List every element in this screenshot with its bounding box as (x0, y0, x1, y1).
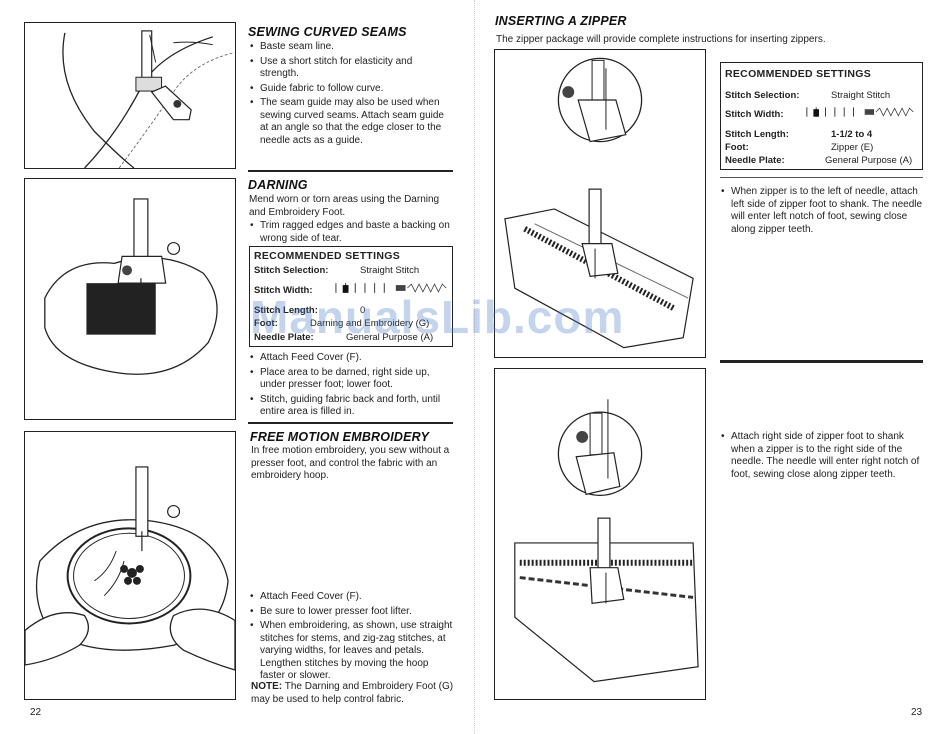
list-item: Baste seam line. (250, 41, 452, 54)
stitch-length-value: 1-1/2 to 4 (831, 129, 873, 140)
zipper-intro: The zipper package will provide complete… (496, 34, 826, 45)
embroidery-illustration (24, 431, 236, 700)
section-divider (720, 177, 923, 178)
foot-label: Foot: (725, 142, 749, 153)
darning-settings-box: RECOMMENDED SETTINGS Stitch Selection: S… (249, 246, 453, 347)
stitch-selection-label: Stitch Selection: (254, 265, 329, 276)
darning-steps-list: Attach Feed Cover (F). Place area to be … (250, 352, 452, 421)
darning-title: DARNING (248, 178, 308, 192)
list-item: Place area to be darned, right side up, … (250, 367, 452, 392)
stitch-width-label: Stitch Width: (254, 285, 313, 296)
zipper-left-list: When zipper is to the left of needle, at… (721, 186, 923, 238)
zipper-right-illustration (494, 368, 706, 700)
stitch-selection-label: Stitch Selection: (725, 90, 800, 101)
note-label: NOTE: (251, 681, 283, 692)
list-item: Be sure to lower presser foot lifter. (250, 606, 454, 619)
page-fold (474, 0, 475, 734)
darning-prep-list: Trim ragged edges and baste a backing on… (250, 220, 452, 247)
stitch-selection-value: Straight Stitch (831, 90, 891, 101)
embroidery-intro: In free motion embroidery, you sew witho… (251, 445, 450, 481)
curved-seams-list: Baste seam line. Use a short stitch for … (250, 41, 452, 149)
needle-plate-label: Needle Plate: (254, 332, 314, 343)
curved-seams-title: SEWING CURVED SEAMS (248, 25, 407, 39)
page-number-right: 23 (911, 707, 923, 718)
watermark-logo: ManualsLib.com (250, 291, 625, 343)
note-text: The Darning and Embroidery Foot (G) may … (251, 681, 454, 705)
list-item: Stitch, guiding fabric back and forth, u… (250, 394, 452, 419)
list-item: Trim ragged edges and baste a backing on… (250, 220, 452, 245)
foot-value: Darning and Embroidery (G) (310, 318, 430, 329)
zipper-title: INSERTING A ZIPPER (495, 14, 627, 28)
darning-illustration (24, 178, 236, 420)
needle-plate-value: General Purpose (A) (825, 155, 913, 166)
page-number-left: 22 (30, 707, 42, 718)
list-item: When zipper is to the left of needle, at… (721, 186, 923, 236)
list-item: Use a short stitch for elasticity and st… (250, 56, 452, 81)
section-divider (720, 360, 923, 363)
stitch-length-label: Stitch Length: (254, 305, 318, 316)
settings-title: RECOMMENDED SETTINGS (254, 250, 401, 262)
stitch-selection-value: Straight Stitch (360, 265, 420, 276)
foot-label: Foot: (254, 318, 278, 329)
zipper-settings-box: RECOMMENDED SETTINGS Stitch Selection: S… (720, 62, 923, 170)
section-divider (248, 422, 453, 424)
needle-plate-label: Needle Plate: (725, 155, 785, 166)
embroidery-steps-list: Attach Feed Cover (F). Be sure to lower … (250, 591, 454, 685)
list-item: Attach Feed Cover (F). (250, 352, 452, 365)
list-item: Attach right side of zipper foot to shan… (721, 431, 923, 481)
list-item: When embroidering, as shown, use straigh… (250, 620, 454, 683)
stitch-width-label: Stitch Width: (725, 109, 784, 120)
list-item: The seam guide may also be used when sew… (250, 97, 452, 147)
darning-intro: Mend worn or torn areas using the Darnin… (249, 194, 440, 218)
zipper-right-list: Attach right side of zipper foot to shan… (721, 431, 923, 483)
zipper-left-illustration (494, 49, 706, 358)
foot-value: Zipper (E) (831, 142, 874, 153)
stitch-length-label: Stitch Length: (725, 129, 789, 140)
list-item: Attach Feed Cover (F). (250, 591, 454, 604)
settings-title: RECOMMENDED SETTINGS (725, 68, 872, 80)
stitch-width-scale-icon (335, 283, 447, 293)
section-divider (248, 170, 453, 172)
embroidery-title: FREE MOTION EMBROIDERY (250, 430, 430, 444)
curved-seam-illustration (24, 22, 236, 169)
needle-plate-value: General Purpose (A) (346, 332, 434, 343)
list-item: Guide fabric to follow curve. (250, 83, 452, 96)
embroidery-note: NOTE: The Darning and Embroidery Foot (G… (251, 681, 456, 706)
stitch-width-scale-icon (806, 107, 914, 117)
stitch-length-value: 0 (360, 305, 366, 316)
